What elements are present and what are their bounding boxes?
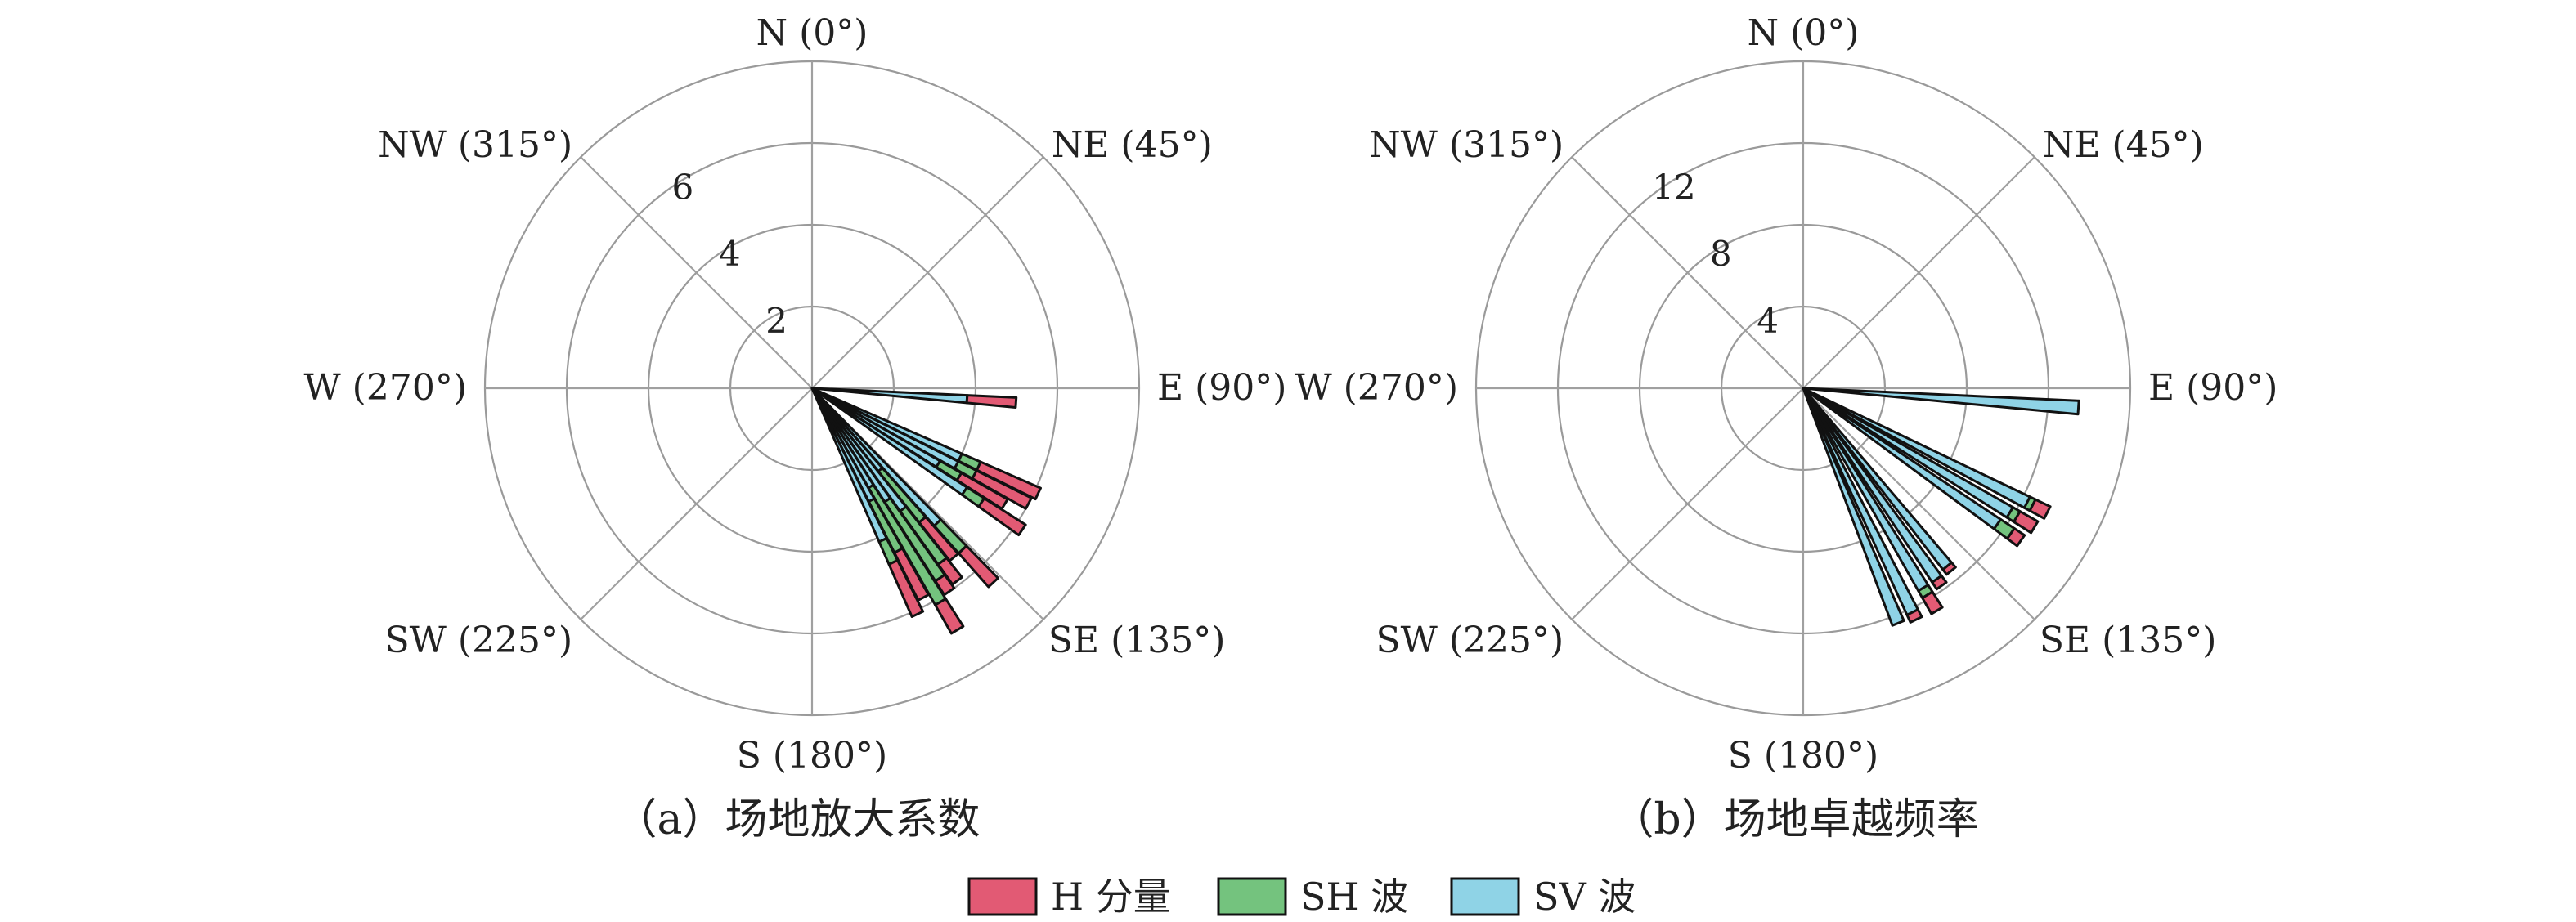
- polar-spoke: [580, 156, 813, 389]
- bar-segment-h: [934, 598, 965, 635]
- direction-label: W (270°): [303, 367, 467, 409]
- panel-site-amplification: 246 N (0°) NE (45°) E (90°) SE (135°) S (180°…: [303, 12, 1286, 777]
- polar-spoke: [1802, 156, 2035, 389]
- legend-swatch-sh: [1217, 877, 1287, 916]
- legend-label-h: H 分量: [1051, 875, 1171, 919]
- bar-segment-h: [887, 558, 925, 618]
- direction-label: N (0°): [1748, 12, 1860, 54]
- legend: H 分量 SH 波 SV 波: [967, 875, 1636, 919]
- legend-swatch-h: [967, 877, 1038, 916]
- polar-spoke: [580, 387, 813, 620]
- bar-segment-h: [2028, 498, 2052, 520]
- legend-label-sh: SH 波: [1300, 875, 1408, 919]
- radial-tick-label: 8: [1710, 234, 1732, 274]
- panel-site-predominant-frequency: 48 12 N (0°) NE (45°) E (90°) SE (135°) S (180…: [1295, 12, 2278, 777]
- direction-label: NE (45°): [1052, 124, 1213, 166]
- direction-label: N (0°): [756, 12, 868, 54]
- bar-segment-h: [977, 497, 1027, 537]
- polar-spoke: [1571, 156, 1804, 389]
- direction-label: S (180°): [1728, 735, 1878, 777]
- radial-tick-label: 6: [672, 167, 694, 207]
- bar-segment-h: [1941, 561, 1957, 576]
- bar-segment-h: [976, 460, 1042, 501]
- bar-segment-h: [1905, 608, 1923, 624]
- radial-tick-label: 4: [719, 234, 741, 274]
- polar-spoke: [1802, 387, 2035, 620]
- polar-spoke: [1571, 387, 1804, 620]
- bar-segment-h: [1921, 590, 1944, 615]
- direction-label: E (90°): [1157, 367, 1286, 409]
- direction-label: SW (225°): [384, 620, 572, 661]
- radial-tick-label: 4: [1757, 301, 1779, 341]
- legend-swatch-sv: [1450, 877, 1520, 916]
- bar-segment-h: [971, 469, 1033, 510]
- bar-segment-sv: [1802, 387, 1905, 627]
- direction-label: SE (135°): [1048, 620, 1226, 661]
- bar-segment-sv: [1802, 387, 2080, 416]
- direction-label: NW (315°): [378, 124, 572, 166]
- direction-label: NW (315°): [1369, 124, 1564, 166]
- direction-label: W (270°): [1295, 367, 1458, 409]
- radial-tick-label: 2: [765, 301, 788, 341]
- legend-label-sv: SV 波: [1533, 875, 1636, 919]
- direction-label: SW (225°): [1376, 620, 1564, 661]
- caption-b: （b）场地卓越频率: [1611, 795, 1978, 844]
- bar-segment-h: [965, 394, 1018, 410]
- direction-label: S (180°): [737, 735, 887, 777]
- bar-segment-h: [2006, 527, 2026, 548]
- bar-segment-h: [2013, 510, 2040, 535]
- radial-tick-label: 12: [1652, 167, 1695, 207]
- polar-spoke: [811, 156, 1044, 389]
- bar-segment-h: [1931, 574, 1948, 591]
- direction-label: NE (45°): [2043, 124, 2204, 166]
- bar-segment-h: [957, 544, 999, 589]
- caption-a: （a）场地放大系数: [614, 795, 980, 844]
- direction-label: E (90°): [2148, 367, 2278, 409]
- direction-label: SE (135°): [2040, 620, 2217, 661]
